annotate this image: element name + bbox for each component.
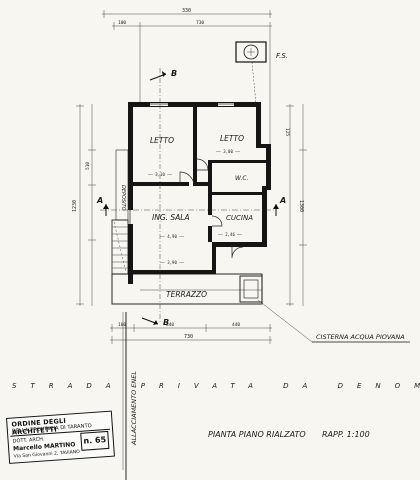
room-ingresso-sala: ING. SALA — [152, 213, 190, 222]
dim-top-main: 730 — [196, 20, 204, 26]
section-b-bottom: B — [141, 104, 169, 327]
section-a-right: A — [273, 196, 286, 216]
cisterna-label: CISTERNA ACQUA PIOVANA — [316, 333, 405, 341]
dim-right-total: 1300 — [298, 200, 304, 212]
fs-label: F.S. — [276, 52, 288, 60]
left-dimension-lines: 1230 510 — [72, 104, 96, 306]
cisterna-annotation: CISTERNA ACQUA PIOVANA — [257, 299, 410, 343]
drawing-title: PIANTA PIANO RIALZATO RAPP. 1:100 — [208, 430, 370, 439]
right-dimension-lines: 1300 125 — [284, 104, 307, 306]
enel-label: ALLACCIAMENTO ENEL — [130, 371, 138, 446]
section-a-left: A — [96, 196, 276, 216]
svg-text:—— 3,00 ——: —— 3,00 —— — [216, 149, 241, 154]
section-b-top: B — [149, 68, 177, 104]
room-letto-2: LETTO — [220, 134, 244, 143]
deposito-area — [115, 149, 129, 221]
entrance-stair — [111, 219, 129, 275]
dim-bottom-b: 340 — [166, 322, 174, 328]
room-deposito: DEPOSITO — [120, 185, 126, 211]
section-a-left-label: A — [96, 196, 103, 205]
title-label: PIANTA PIANO RIALZATO — [208, 430, 306, 439]
section-a-right-label: A — [279, 196, 286, 205]
dim-top-total: 330 — [182, 8, 191, 14]
bottom-dimension-lines: 100 340 440 730 — [110, 322, 272, 344]
dim-bottom-c: 440 — [232, 322, 240, 328]
room-labels: LETTO LETTO W.C. ING. SALA CUCINA TERRAZ… — [120, 134, 253, 299]
svg-text:—— 4,90 ——: —— 4,90 —— — [160, 234, 185, 239]
architect-stamp: ORDINE DEGLI ARCHITETTI DELLA PROVINCIA … — [6, 410, 115, 464]
enel-connection: ALLACCIAMENTO ENEL — [122, 312, 138, 480]
top-dimension-lines: 330 100 730 — [102, 8, 272, 30]
section-b-top-label: B — [171, 69, 177, 78]
dim-left-total: 1230 — [72, 200, 78, 212]
septic-tank-symbol: F.S. — [235, 41, 288, 146]
svg-text:—— 3,10 ——: —— 3,10 —— — [148, 172, 173, 177]
walls — [128, 102, 271, 284]
room-terrazzo: TERRAZZO — [166, 290, 207, 299]
windows — [129, 103, 234, 224]
room-letto-1: LETTO — [150, 136, 174, 145]
dim-right-side: 125 — [284, 128, 290, 136]
dim-top-left: 100 — [118, 20, 126, 26]
dim-bottom-total: 730 — [184, 334, 193, 340]
street-label: STRADA PRIVATA DA DENOMINARE — [12, 382, 420, 390]
stamp-number: n. 65 — [80, 430, 110, 451]
terrazzo-area — [111, 273, 263, 305]
svg-text:—— 3,90 ——: —— 3,90 —— — [160, 260, 185, 265]
scale-label: RAPP. 1:100 — [322, 430, 370, 439]
room-cucina: CUCINA — [226, 214, 253, 222]
section-b-bottom-label: B — [163, 318, 169, 327]
door-swings — [179, 158, 244, 259]
interior-dim-notes: —— 3,10 —— —— 3,00 —— —— 4,90 —— —— 2,46… — [148, 149, 243, 265]
dim-bottom-a: 100 — [118, 322, 126, 328]
dim-left-side: 510 — [85, 162, 91, 170]
room-wc: W.C. — [235, 175, 249, 182]
svg-text:—— 2,46 ——: —— 2,46 —— — [218, 232, 243, 237]
